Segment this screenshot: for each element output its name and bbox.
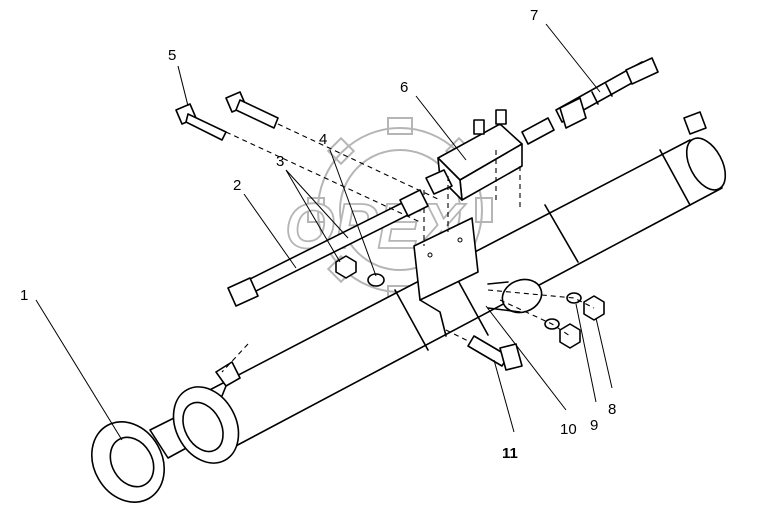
nut-3: [335, 255, 357, 279]
callout-9: 9: [590, 417, 598, 434]
barrel-band-upper: [544, 204, 579, 263]
gland-nut-inner: [182, 401, 224, 453]
callout-7: 7: [530, 7, 538, 24]
washer-9-upper: [566, 292, 582, 304]
barrel-end-cap: [685, 137, 727, 191]
rod-eye-bore: [109, 436, 155, 488]
valve-inlet-fitting: [425, 169, 453, 195]
leader-2: [243, 193, 297, 269]
callout-11: 11: [502, 445, 518, 462]
bracket-leg: [419, 299, 447, 337]
elbow-fitting: [215, 361, 241, 387]
leader-3: [285, 169, 349, 263]
valve-block: [423, 109, 555, 246]
dash-bolt-11: [445, 329, 471, 343]
bolt-shank-2: [235, 99, 279, 129]
valve-port-1: [473, 119, 485, 135]
bracket-hole-1: [427, 252, 433, 258]
callout-2: 2: [233, 177, 241, 194]
callout-3: 3: [276, 153, 284, 170]
barrel-band-end: [659, 149, 691, 206]
bolts-top: [175, 91, 279, 141]
bolt-11-shank: [467, 335, 509, 367]
leader-6: [415, 95, 467, 161]
callout-4: 4: [319, 131, 327, 148]
gland-nut: [172, 386, 240, 464]
valve-alignment-lines: [423, 150, 521, 246]
dash-elbow: [221, 343, 249, 373]
elbow-fitting-stem: [221, 385, 227, 397]
valve-port-2: [495, 109, 507, 125]
bolt-11-head: [499, 343, 523, 371]
steel-tube: [227, 189, 429, 307]
hydraulic-cylinder: [91, 111, 727, 503]
dash-nut-right: [487, 289, 595, 309]
leader-1: [35, 299, 123, 441]
callout-10: 10: [560, 421, 577, 438]
mounting-bracket: [413, 217, 479, 337]
leader-7: [545, 23, 601, 93]
trunnion-pin-sides: [487, 281, 521, 313]
callout-labels: 1 2 3 4 5 6 7 8 9 10 11: [20, 7, 616, 462]
callout-5: 5: [168, 47, 176, 64]
leader-5: [177, 65, 189, 107]
hose-nut-left: [559, 97, 587, 129]
callout-6: 6: [400, 79, 408, 96]
washer-4: [367, 273, 385, 287]
hose-crimp-marks: [591, 83, 613, 105]
callout-8: 8: [608, 401, 616, 418]
callout-1: 1: [20, 287, 28, 304]
hose-assembly: [555, 57, 659, 129]
leader-11: [493, 359, 515, 433]
top-fitting: [683, 111, 707, 135]
tube-nut-left: [227, 277, 259, 307]
barrel-band-left: [394, 289, 429, 351]
tube-nut-right: [399, 189, 429, 217]
hose-nut-right: [625, 57, 659, 85]
bracket-hole-2: [457, 237, 463, 243]
leader-lines: [35, 23, 613, 441]
dash-bolt-2: [277, 123, 441, 201]
watermark-gear-inner: [339, 149, 461, 271]
trunnion-pin: [501, 278, 543, 314]
assembly-lines: [221, 123, 595, 373]
bolt-shank-1: [185, 113, 227, 141]
dash-nut-lower: [499, 299, 571, 337]
barrel-band-right: [454, 274, 489, 336]
leader-9: [575, 303, 597, 403]
nut-9-lower: [559, 323, 581, 349]
leader-8: [595, 317, 613, 389]
bolt-11: [467, 335, 523, 371]
valve-outlet: [521, 117, 555, 145]
leader-4: [329, 149, 377, 277]
leader-10: [485, 305, 567, 411]
